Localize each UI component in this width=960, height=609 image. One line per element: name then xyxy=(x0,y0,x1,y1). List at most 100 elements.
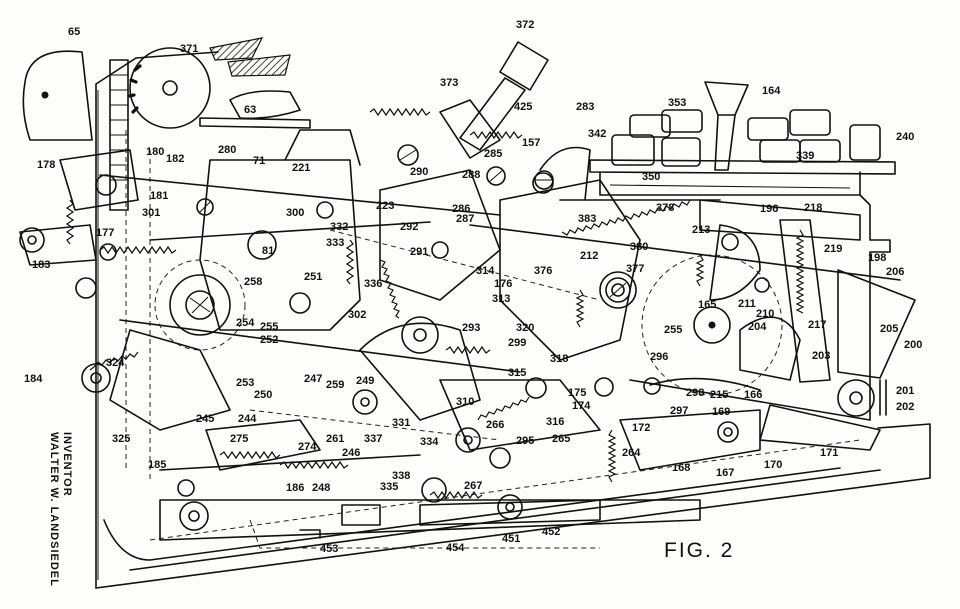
label-202: 202 xyxy=(896,401,914,413)
label-258: 258 xyxy=(244,276,262,288)
cam-165 xyxy=(641,254,783,396)
label-314: 314 xyxy=(476,265,495,277)
label-290: 290 xyxy=(410,166,428,178)
label-316: 316 xyxy=(546,416,564,428)
label-252: 252 xyxy=(260,334,278,346)
label-251: 251 xyxy=(304,271,322,283)
label-206: 206 xyxy=(886,266,904,278)
label-245: 245 xyxy=(196,413,214,425)
label-198: 198 xyxy=(868,252,886,264)
plunger-372 xyxy=(439,41,549,159)
label-221: 221 xyxy=(292,162,310,174)
label-254: 254 xyxy=(236,317,255,329)
label-295: 295 xyxy=(516,435,534,447)
label-300: 300 xyxy=(286,207,304,219)
label-174: 174 xyxy=(572,400,591,412)
label-298: 298 xyxy=(686,387,704,399)
label-425: 425 xyxy=(514,101,532,113)
label-301: 301 xyxy=(142,207,160,219)
label-175: 175 xyxy=(568,387,586,399)
label-299: 299 xyxy=(508,337,526,349)
link-rods xyxy=(99,174,901,471)
label-267: 267 xyxy=(464,480,482,492)
label-297: 297 xyxy=(670,405,688,417)
label-293: 293 xyxy=(462,322,480,334)
base-frame xyxy=(95,51,931,589)
label-373: 373 xyxy=(440,77,458,89)
bottom-slide xyxy=(159,494,701,549)
label-247: 247 xyxy=(304,373,322,385)
label-217: 217 xyxy=(808,319,826,331)
label-259: 259 xyxy=(326,379,344,391)
label-168: 168 xyxy=(672,462,690,474)
label-280: 280 xyxy=(218,144,236,156)
label-378: 378 xyxy=(656,202,674,214)
label-186: 186 xyxy=(286,482,304,494)
label-223: 223 xyxy=(376,200,394,212)
label-213: 213 xyxy=(692,224,710,236)
label-275: 275 xyxy=(230,433,248,445)
label-376: 376 xyxy=(534,265,552,277)
springs xyxy=(65,107,805,500)
label-338: 338 xyxy=(392,470,410,482)
label-377: 377 xyxy=(626,263,644,275)
label-172: 172 xyxy=(632,422,650,434)
label-266: 266 xyxy=(486,419,504,431)
label-261: 261 xyxy=(326,433,344,445)
label-171: 171 xyxy=(820,447,838,459)
label-283: 283 xyxy=(576,101,594,113)
label-211: 211 xyxy=(738,298,756,310)
label-302: 302 xyxy=(348,309,366,321)
label-176: 176 xyxy=(494,278,512,290)
label-371: 371 xyxy=(180,43,198,55)
label-81: 81 xyxy=(262,245,274,257)
label-249: 249 xyxy=(356,375,374,387)
label-183: 183 xyxy=(32,259,50,271)
label-200: 200 xyxy=(904,339,922,351)
label-165: 165 xyxy=(698,299,716,311)
label-288: 288 xyxy=(462,169,480,181)
label-250: 250 xyxy=(254,389,272,401)
label-248: 248 xyxy=(312,482,330,494)
label-451: 451 xyxy=(502,533,520,545)
label-335: 335 xyxy=(380,481,398,493)
label-292: 292 xyxy=(400,221,418,233)
left-pivots xyxy=(19,149,139,299)
label-212: 212 xyxy=(580,250,598,262)
label-333: 333 xyxy=(326,237,344,249)
label-169: 169 xyxy=(712,406,730,418)
label-291: 291 xyxy=(410,246,428,258)
label-332: 332 xyxy=(330,221,348,233)
label-246: 246 xyxy=(342,447,360,459)
label-318: 318 xyxy=(550,353,568,365)
label-253: 253 xyxy=(236,377,254,389)
label-380: 380 xyxy=(630,241,648,253)
label-180: 180 xyxy=(146,146,164,158)
label-71: 71 xyxy=(253,155,265,167)
label-296: 296 xyxy=(650,351,668,363)
label-286: 286 xyxy=(452,203,470,215)
label-337: 337 xyxy=(364,433,382,445)
label-219: 219 xyxy=(824,243,842,255)
lever-213 xyxy=(709,224,801,381)
gear-81 xyxy=(154,259,246,351)
label-353: 353 xyxy=(668,97,686,109)
label-63: 63 xyxy=(244,104,256,116)
label-452: 452 xyxy=(542,526,560,538)
label-339: 339 xyxy=(796,150,814,162)
figure-label: FIG. 2 xyxy=(664,539,734,562)
label-350: 350 xyxy=(642,171,660,183)
label-185: 185 xyxy=(148,459,166,471)
label-331: 331 xyxy=(392,417,410,429)
inventor-name: WALTER W. LANDSIEDEL xyxy=(48,432,60,587)
label-65: 65 xyxy=(68,26,80,38)
label-204: 204 xyxy=(748,321,767,333)
label-240: 240 xyxy=(896,131,914,143)
label-210: 210 xyxy=(756,308,774,320)
inventor-heading: INVENTOR xyxy=(61,432,73,497)
label-264: 264 xyxy=(622,447,641,459)
label-166: 166 xyxy=(744,389,762,401)
label-170: 170 xyxy=(764,459,782,471)
label-201: 201 xyxy=(896,385,914,397)
